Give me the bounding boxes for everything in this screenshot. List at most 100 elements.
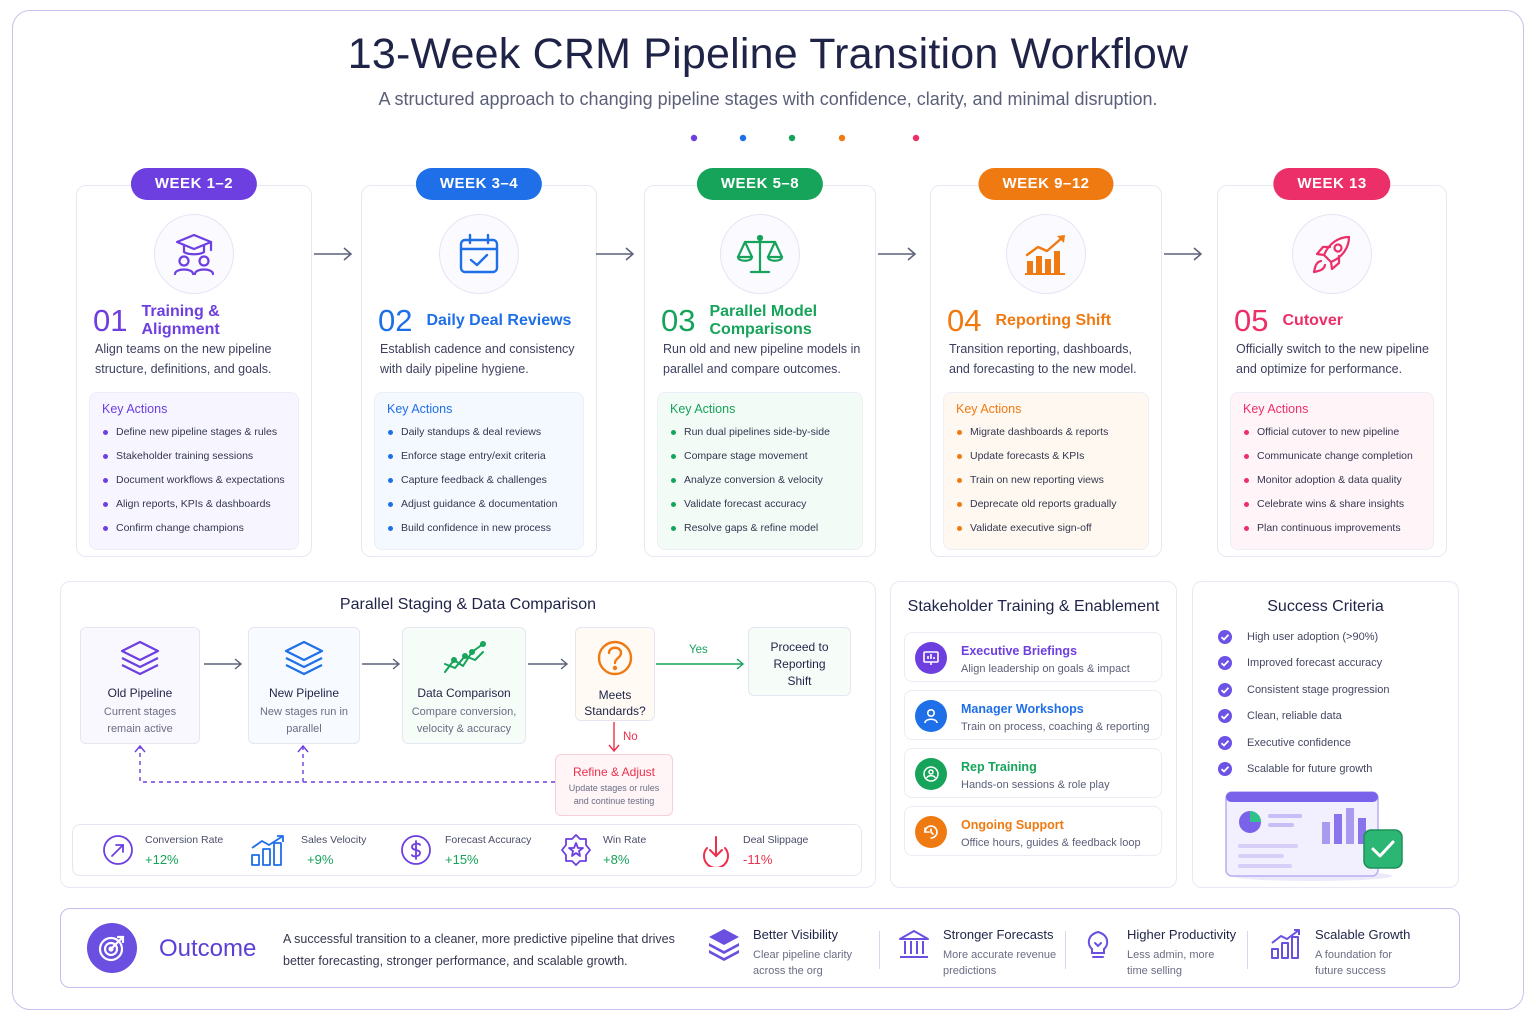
lightbulb-icon [1087,930,1109,958]
step-description: Transition reporting, dashboards, and fo… [949,342,1137,376]
outcome-item-sub: Less admin, more time selling [1127,949,1215,977]
stakeholder-panel-title: Stakeholder Training & Enablement [907,598,1160,615]
key-action-item: Run dual pipelines side-by-side [670,420,850,444]
key-actions-box: Key Actions Daily standups & deal review… [374,392,584,550]
outcome-description: A successful transition to a cleaner, mo… [283,932,675,968]
arrow-old-to-new [204,658,243,670]
calendar-check-icon [439,214,519,294]
arrow-yes [656,658,745,670]
step-number: 05 [1234,303,1269,338]
key-action-item: Train on new reporting views [956,468,1136,492]
step-heading: 05 Cutover [1234,296,1436,346]
step-number: 01 [93,303,128,338]
key-action-item: Build confidence in new process [387,516,571,540]
graduation-team-icon [154,214,234,294]
key-action-item: Adjust guidance & documentation [387,492,571,516]
stakeholder-item-rep-training: Rep Training Hands-on sessions & role pl… [904,748,1162,798]
outcome-item-sub: Clear pipeline clarity across the org [753,949,853,977]
refine-box: Refine & Adjust Update stages or rules a… [555,754,673,816]
step-title: Daily Deal Reviews [426,312,572,329]
flow-arrow-4-5 [1164,247,1203,261]
data-comparison-sub: Compare conversion, velocity & accuracy [411,706,517,735]
key-action-item: Validate executive sign-off [956,516,1136,540]
dollar-icon [401,835,431,865]
layers-icon [284,640,324,676]
data-comparison-box: Data Comparison Compare conversion, velo… [402,627,526,744]
new-pipeline-box: New Pipeline New stages run in parallel [248,627,360,744]
metric-label: Conversion Rate [145,834,224,846]
new-pipeline-sub: New stages run in parallel [259,706,349,735]
decision-label: Meets Standards? [584,688,646,718]
stakeholder-item-sub: Hands-on sessions & role play [961,779,1110,791]
decorative-dot-line [610,134,920,142]
key-action-item: Confirm change champions [102,516,286,540]
key-action-item: Define new pipeline stages & rules [102,420,286,444]
key-action-item: Document workflows & expectations [102,468,286,492]
outcome-item-sub: A foundation for future success [1315,949,1393,977]
step-heading: 04 Reporting Shift [947,296,1151,346]
key-action-item: Validate forecast accuracy [670,492,850,516]
stakeholder-item-executive-briefings: Executive Briefings Align leadership on … [904,632,1162,682]
data-comparison-title: Data Comparison [417,686,511,700]
outcome-item-title: Higher Productivity [1127,927,1237,942]
key-actions-box: Key Actions Run dual pipelines side-by-s… [657,392,863,550]
user-icon [915,700,947,732]
outer-frame [12,10,1524,1010]
key-actions-title: Key Actions [1243,402,1309,416]
key-action-item: Capture feedback & challenges [387,468,571,492]
key-action-item: Monitor adoption & data quality [1243,468,1421,492]
metric-label: Sales Velocity [301,834,367,846]
arrow-new-to-compare [362,658,401,670]
flow-arrow-3-4 [878,247,917,261]
week-pill: WEEK 5–8 [696,168,824,200]
team-icon [915,758,947,790]
key-actions-title: Key Actions [956,402,1022,416]
metrics-bar: Conversion Rate +12% Sales Velocity +9% … [72,824,862,876]
step-heading: 01 Training & Alignment [93,296,301,346]
step-number: 03 [661,303,696,338]
key-action-item: Daily standups & deal reviews [387,420,571,444]
step-heading: 03 Parallel Model Comparisons [661,296,865,346]
success-panel-title: Success Criteria [1267,598,1384,615]
proceed-box: Proceed to Reporting Shift [748,627,851,696]
yes-label: Yes [689,644,708,656]
week-pill: WEEK 1–2 [130,168,258,200]
key-actions-box: Key Actions Migrate dashboards & reports… [943,392,1149,550]
metric-label: Forecast Accuracy [445,834,532,846]
stakeholder-item-sub: Align leadership on goals & impact [961,663,1130,675]
refine-title: Refine & Adjust [572,765,656,779]
badge-star-icon [561,834,591,866]
step-description: Officially switch to the new pipeline an… [1236,342,1429,376]
line-trend-icon [444,641,486,673]
step-description: Align teams on the new pipeline structur… [95,342,272,376]
page-title: 13-Week CRM Pipeline Transition Workflow [347,30,1189,78]
key-action-item: Stakeholder training sessions [102,444,286,468]
outcome-bar: Outcome A successful transition to a cle… [60,908,1460,988]
flow-arrow-1-2 [314,247,353,261]
outcome-item-title: Stronger Forecasts [943,927,1054,942]
step-card-1: WEEK 1–2 01 Training & Alignment Align t… [76,168,312,557]
step-title: Parallel Model Comparisons [709,303,818,338]
key-action-item: Resolve gaps & refine model [670,516,850,540]
metric-value: -11% [743,852,773,867]
growth-chart-icon [1006,214,1086,294]
outcome-item-sub: More accurate revenue predictions [943,949,1057,977]
stakeholder-item-manager-workshops: Manager Workshops Train on process, coac… [904,690,1162,740]
growth-bars-icon [1271,929,1300,959]
old-pipeline-box: Old Pipeline Current stages remain activ… [80,627,200,744]
key-actions-title: Key Actions [387,402,453,416]
target-icon [87,923,137,973]
old-pipeline-sub: Current stages remain active [103,706,177,735]
key-actions-box: Key Actions Define new pipeline stages &… [89,392,299,550]
no-label: No [623,731,638,743]
support-icon [915,816,947,848]
check-icon [1218,736,1232,750]
stakeholder-item-title: Executive Briefings [961,644,1078,658]
parallel-panel-title: Parallel Staging & Data Comparison [339,596,597,613]
divider [1065,931,1066,969]
step-card-3: WEEK 5–8 03 Parallel Model Comparisons R… [644,168,876,557]
key-action-item: Enforce stage entry/exit criteria [387,444,571,468]
step-description: Run old and new pipeline models in paral… [663,342,861,376]
flow-arrow-2-3 [596,247,635,261]
rocket-icon [1292,214,1372,294]
